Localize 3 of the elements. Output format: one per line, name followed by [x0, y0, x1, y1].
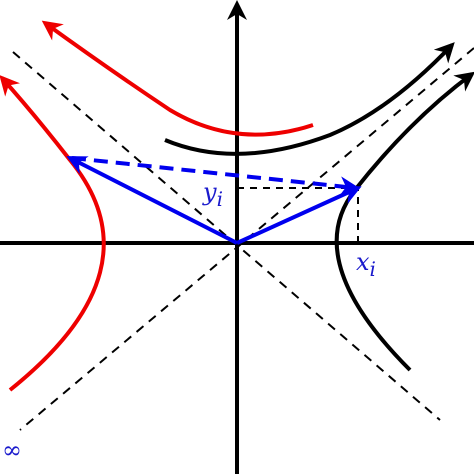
- axis-label: x$_{i}$: [356, 250, 376, 279]
- axis-label: y$_{i}$: [203, 180, 223, 209]
- infinity-symbol: ∞: [2, 438, 22, 462]
